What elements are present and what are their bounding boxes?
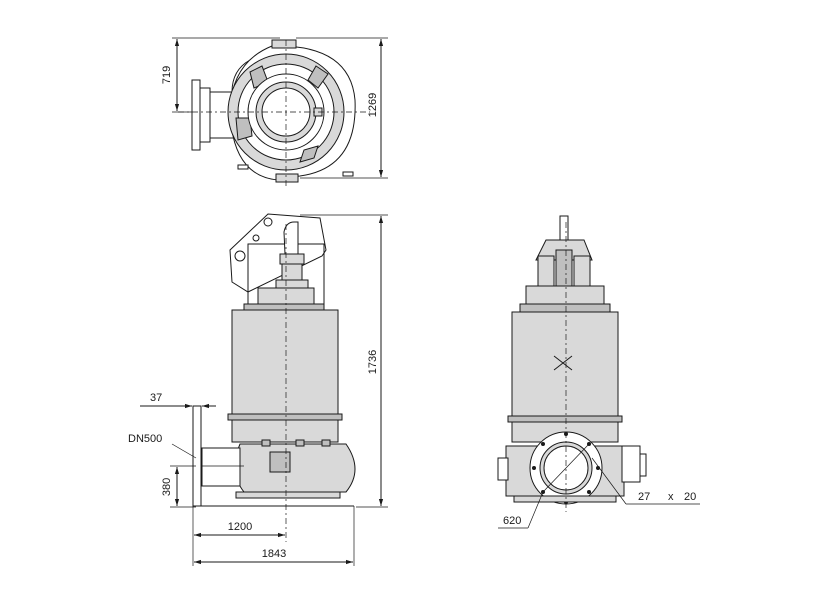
dim-bolt-times-label: x — [668, 491, 674, 503]
front-view — [497, 215, 647, 512]
dim-37-label: 37 — [150, 392, 162, 404]
dim-bolt-count-label: 27 — [638, 491, 650, 503]
dim-1843-label: 1843 — [262, 548, 286, 560]
grundfos-logo — [553, 355, 573, 371]
dim-1269-label: 1269 — [367, 93, 379, 117]
dim-1200-label: 1200 — [228, 521, 252, 533]
dim-719-label: 719 — [161, 66, 173, 84]
dim-bolt-size-label: 20 — [684, 491, 696, 503]
side-view-dimensions: 1736 37 DN500 380 1200 1843 — [128, 214, 388, 566]
dim-620-label: 620 — [503, 515, 521, 527]
top-view-dimensions: 719 1269 — [161, 37, 388, 179]
front-view-dimensions: 620 27 x 20 — [498, 443, 700, 529]
dim-1736-label: 1736 — [367, 350, 379, 374]
dim-380-label: 380 — [161, 478, 173, 496]
side-view — [192, 213, 356, 542]
top-view — [178, 39, 370, 188]
dim-dn500-label: DN500 — [128, 433, 162, 445]
